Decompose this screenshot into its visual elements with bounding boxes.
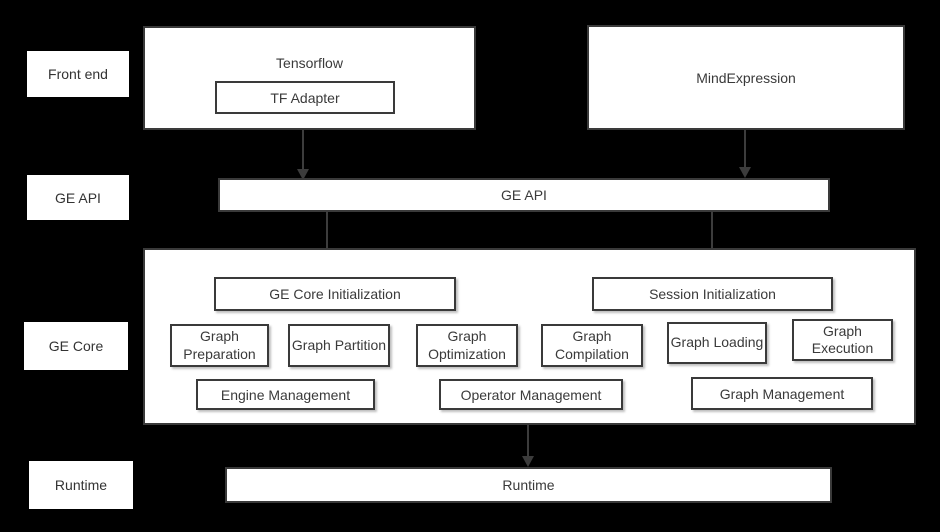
session-initialization-box: Session Initialization bbox=[592, 277, 833, 311]
arrow-ge-core-to-runtime bbox=[522, 425, 534, 467]
rail-label-front-end: Front end bbox=[27, 51, 129, 97]
graph-management-box: Graph Management bbox=[691, 377, 873, 410]
ge-core-initialization-box: GE Core Initialization bbox=[214, 277, 456, 311]
rail-label-ge-api: GE API bbox=[27, 175, 129, 220]
graph-compilation-box: Graph Compilation bbox=[541, 324, 643, 367]
rail-label-ge-core: GE Core bbox=[24, 322, 128, 370]
arrow-mindexpression-to-ge-api bbox=[739, 130, 751, 178]
operator-management-box: Operator Management bbox=[439, 379, 623, 410]
rail-label-runtime: Runtime bbox=[29, 461, 133, 509]
graph-partition-box: Graph Partition bbox=[288, 324, 390, 367]
graph-optimization-box: Graph Optimization bbox=[416, 324, 518, 367]
graph-execution-box: Graph Execution bbox=[792, 319, 893, 361]
tensorflow-box: Tensorflow TF Adapter bbox=[143, 26, 476, 130]
tf-adapter-box: TF Adapter bbox=[215, 81, 395, 114]
ge-api-box: GE API bbox=[218, 178, 830, 212]
runtime-box: Runtime bbox=[225, 467, 832, 503]
mindexpression-box: MindExpression bbox=[587, 25, 905, 130]
graph-preparation-box: Graph Preparation bbox=[170, 324, 269, 367]
arrow-tf-adapter-to-ge-api bbox=[297, 130, 309, 180]
tensorflow-label: Tensorflow bbox=[276, 55, 343, 71]
ge-core-container: GE Core Initialization Session Initializ… bbox=[143, 248, 916, 425]
engine-management-box: Engine Management bbox=[196, 379, 375, 410]
graph-loading-box: Graph Loading bbox=[667, 322, 767, 364]
